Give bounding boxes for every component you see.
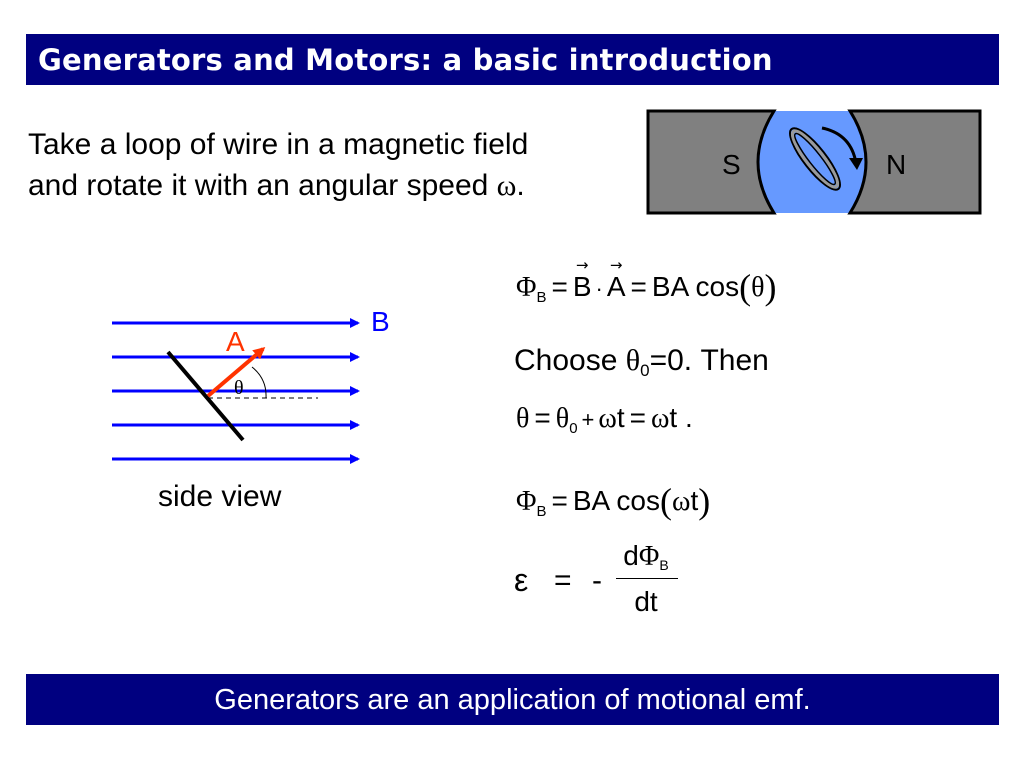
equals-sign: = [534,402,551,433]
left-paren: ( [739,267,752,307]
loop-edge [166,350,245,442]
fraction-bar [616,578,678,579]
theta-equation: θ=θ0+ωt=ωt . [516,402,693,437]
intro-line-2-prefix: and rotate it with an angular speed [28,169,497,202]
theta-symbol: θ [516,403,530,434]
footer-text: Generators are an application of motiona… [214,684,811,716]
north-magnet [847,109,982,215]
differential-d: d [623,540,639,571]
footer-bar: Generators are an application of motiona… [26,674,999,725]
phi-symbol: Φ [516,486,537,517]
fraction-denominator: dt [634,586,658,617]
rhs-text: BA cos [572,485,661,516]
choose-statement: Choose θ0=0. Then [514,344,769,381]
angle-arc [251,366,267,399]
dot-operator: · [595,276,603,301]
theta-symbol: θ [625,344,641,377]
time-variable: t [690,485,699,516]
flux-time-equation: ΦB=BA cos(ωt) [516,480,710,522]
side-view-caption: side view [158,480,282,513]
equals-sign: = [551,271,568,302]
intro-line-1: Take a loop of wire in a magnetic field [28,128,529,161]
phi-subscript: B [536,289,547,306]
time-variable: t [669,402,678,433]
angle-label: θ [234,377,244,399]
choose-suffix: =0. Then [649,344,769,377]
wire-loop [789,127,841,191]
equals-sign: = [630,271,647,302]
intro-line-2: and rotate it with an angular speed ω. [28,165,528,206]
area-vector [206,347,266,398]
rotation-arrowhead-icon [849,158,863,170]
equals-sign: = [554,564,572,597]
period: . [677,402,693,433]
omega-symbol: ω [672,486,691,517]
theta-zero-symbol: θ [555,403,570,434]
omega-symbol: ω [650,403,670,434]
intro-line-2-suffix: . [516,169,525,202]
south-magnet [646,109,777,215]
field-label: B [371,306,390,337]
phi-subscript: B [659,557,669,573]
equals-sign: = [551,485,568,516]
side-view-figure: B A θ [112,306,390,464]
fraction-numerator: dΦB [614,540,678,573]
south-label: S [722,149,741,180]
omega-symbol: ω [598,403,617,434]
left-paren: ( [660,481,673,521]
right-paren: ) [764,267,777,307]
plus-sign: + [581,407,595,432]
a-vector: A [607,271,626,303]
omega-symbol: ω [496,169,517,202]
title-bar: Generators and Motors: a basic introduct… [26,34,999,85]
phi-subscript: B [536,503,547,520]
right-paren: ) [698,481,711,521]
phi-symbol: Φ [638,541,660,572]
magnet-figure: S N [646,109,982,215]
theta-subscript: 0 [569,420,578,437]
time-variable: t [616,402,625,433]
north-label: N [886,149,906,180]
choose-prefix: Choose [514,344,626,377]
b-vector: B [573,271,592,303]
intro-text: Take a loop of wire in a magnetic field … [28,124,528,206]
slide-title: Generators and Motors: a basic introduct… [38,43,773,77]
equals-sign: = [629,402,646,433]
flux-definition-equation: ΦB=B·A=BA cos(θ) [516,266,777,308]
minus-sign: - [592,564,602,597]
theta-symbol: θ [751,272,765,303]
phi-symbol: Φ [516,272,537,303]
area-label: A [226,326,245,357]
epsilon-symbol: ε [514,562,529,598]
rhs-text: BA cos [651,271,740,302]
theta-subscript: 0 [640,361,650,380]
